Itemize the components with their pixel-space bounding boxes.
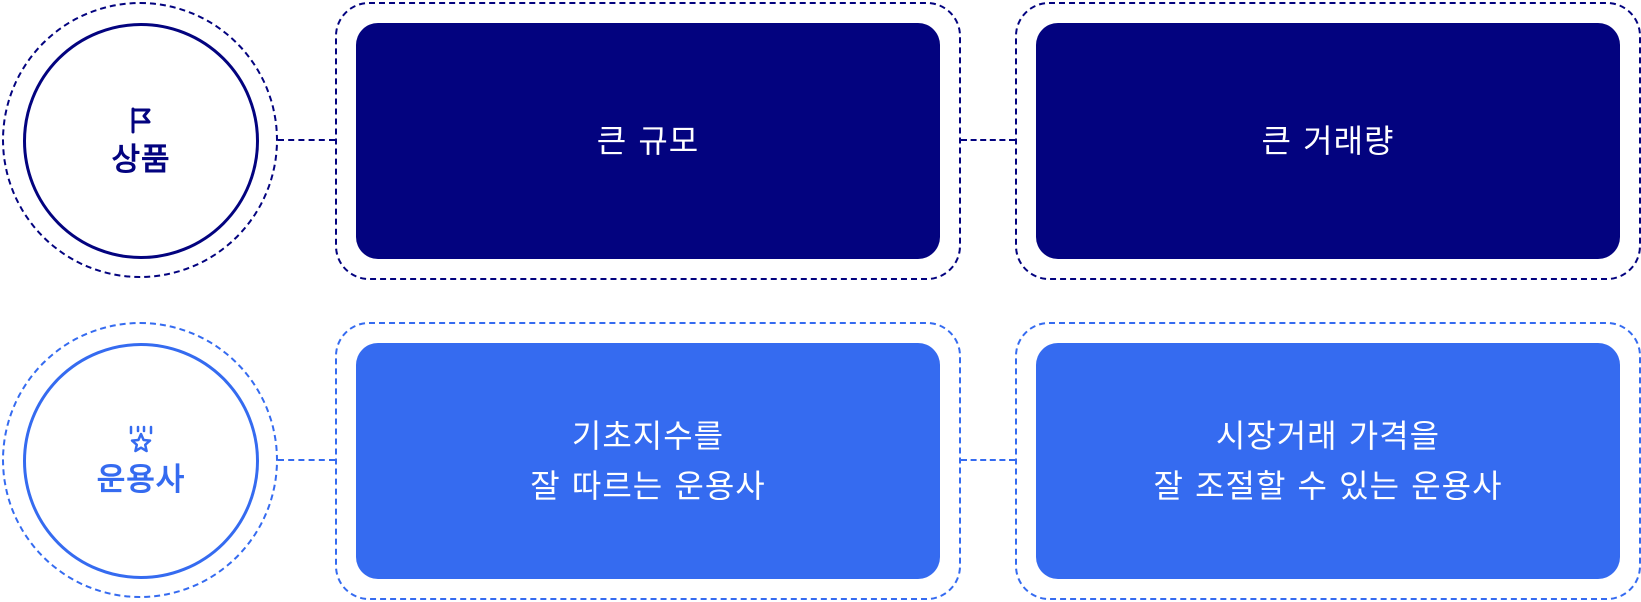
manager-box-2: 시장거래 가격을 잘 조절할 수 있는 운용사	[1036, 343, 1620, 579]
product-box-1: 큰 규모	[356, 23, 940, 259]
product-box-1-outer: 큰 규모	[335, 2, 961, 280]
product-connector-1	[278, 139, 335, 141]
manager-connector-2	[961, 459, 1015, 461]
manager-circle-label: 운용사	[96, 461, 186, 498]
manager-box-1: 기초지수를 잘 따르는 운용사	[356, 343, 940, 579]
product-box-2: 큰 거래량	[1036, 23, 1620, 259]
product-circle-outer-ring	[2, 2, 278, 278]
manager-circle-outer-ring	[2, 322, 278, 598]
product-box-1-text: 큰 규모	[596, 122, 700, 160]
product-box-2-text: 큰 거래량	[1261, 122, 1395, 160]
row-manager: 운용사 기초지수를 잘 따르는 운용사 시장거래 가격을 잘 조절할 수 있는 …	[0, 322, 1641, 602]
product-circle-label: 상품	[111, 141, 171, 178]
flag-icon	[131, 107, 151, 134]
manager-box-2-line-1: 시장거래 가격을	[1215, 417, 1441, 455]
medal-star-icon	[129, 425, 153, 453]
product-box-2-outer: 큰 거래량	[1015, 2, 1641, 280]
manager-box-2-outer: 시장거래 가격을 잘 조절할 수 있는 운용사	[1015, 322, 1641, 600]
row-product: 상품 큰 규모 큰 거래량	[0, 2, 1641, 282]
manager-box-1-line-1: 기초지수를	[571, 417, 725, 455]
product-circle: 상품	[23, 23, 259, 259]
manager-box-1-line-2: 잘 따르는 운용사	[530, 467, 766, 505]
manager-connector-1	[278, 459, 335, 461]
manager-circle: 운용사	[23, 343, 259, 579]
manager-box-2-line-2: 잘 조절할 수 있는 운용사	[1153, 467, 1503, 505]
manager-box-1-outer: 기초지수를 잘 따르는 운용사	[335, 322, 961, 600]
product-connector-2	[961, 139, 1015, 141]
